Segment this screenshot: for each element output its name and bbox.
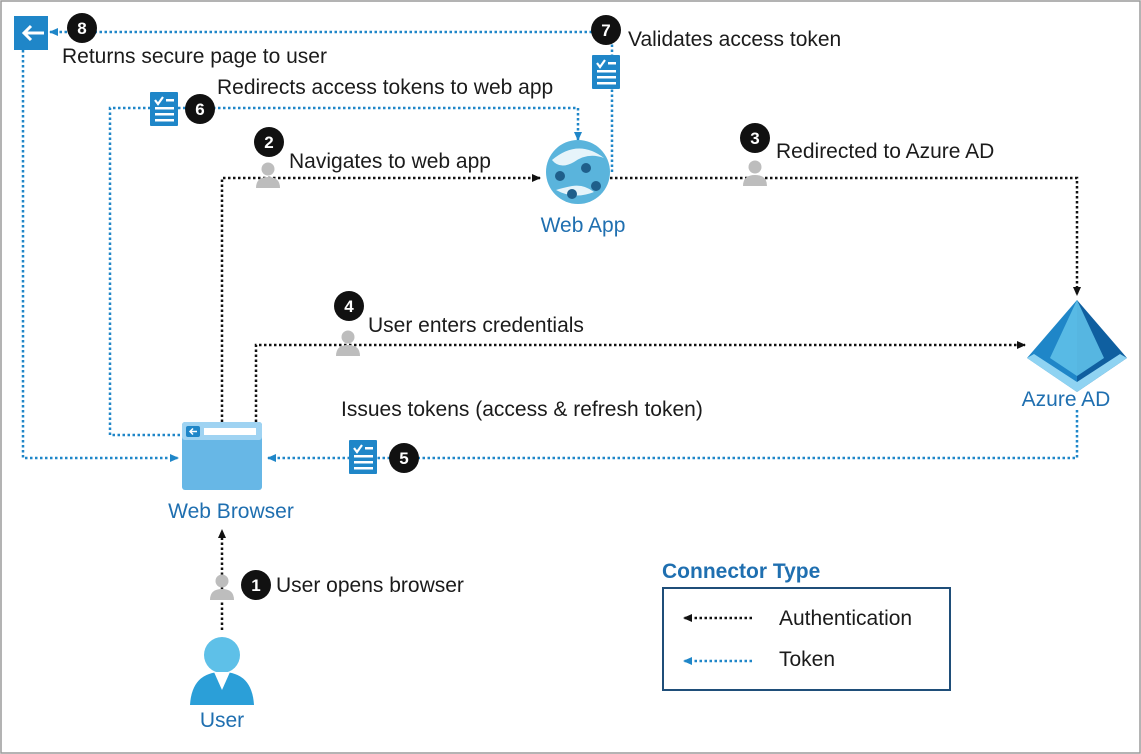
- step-label-2: Navigates to web app: [289, 150, 491, 173]
- return-arrow-icon: [14, 16, 48, 50]
- node-label-user: User: [200, 709, 244, 732]
- svg-text:6: 6: [195, 100, 204, 119]
- connector-browser-to-azuread: [254, 341, 1026, 422]
- legend-title: Connector Type: [662, 560, 820, 583]
- svg-text:8: 8: [77, 19, 86, 38]
- svg-text:2: 2: [264, 133, 273, 152]
- connector-azuread-to-browser: [267, 410, 1079, 462]
- web-app-icon: [546, 140, 610, 204]
- legend-token-label: Token: [779, 648, 835, 671]
- person-icon: [336, 330, 360, 356]
- step-badge-5: 5: [389, 443, 419, 473]
- person-icon: [210, 574, 234, 600]
- svg-text:5: 5: [399, 449, 408, 468]
- svg-text:1: 1: [251, 576, 260, 595]
- step-label-3: Redirected to Azure AD: [776, 140, 994, 163]
- step-badge-8: 8: [67, 13, 97, 43]
- step-badge-1: 1: [241, 570, 271, 600]
- svg-text:7: 7: [601, 21, 610, 40]
- person-icon: [743, 160, 767, 186]
- svg-text:4: 4: [344, 297, 354, 316]
- node-label-web-app: Web App: [541, 214, 626, 237]
- connector-browser-to-webapp: [220, 174, 541, 422]
- legend-authentication-label: Authentication: [779, 607, 912, 630]
- step-badge-7: 7: [591, 15, 621, 45]
- step-label-6: Redirects access tokens to web app: [217, 76, 553, 99]
- svg-text:3: 3: [750, 129, 759, 148]
- browser-window-icon: [182, 422, 262, 490]
- step-label-5: Issues tokens (access & refresh token): [341, 398, 703, 421]
- step-label-8: Returns secure page to user: [62, 45, 327, 68]
- token-document-icon: [347, 438, 379, 476]
- connector-return-to-browser: [21, 50, 179, 462]
- step-badge-6: 6: [185, 94, 215, 124]
- step-badge-2: 2: [254, 127, 284, 157]
- legend-box: Authentication Token: [662, 587, 951, 691]
- user-icon: [190, 637, 254, 705]
- step-label-4: User enters credentials: [368, 314, 584, 337]
- step-label-1: User opens browser: [276, 574, 464, 597]
- node-label-web-browser: Web Browser: [168, 500, 294, 523]
- person-icon: [256, 162, 280, 188]
- step-badge-3: 3: [740, 123, 770, 153]
- token-document-icon: [148, 90, 180, 128]
- connector-webapp-to-azuread: [610, 176, 1081, 296]
- azure-ad-pyramid-icon: [1027, 300, 1127, 392]
- step-badge-4: 4: [334, 291, 364, 321]
- step-label-7: Validates access token: [628, 28, 841, 51]
- connector-browser-to-webapp-token: [108, 106, 582, 437]
- token-document-icon: [590, 53, 622, 91]
- node-label-azure-ad: Azure AD: [1022, 388, 1111, 411]
